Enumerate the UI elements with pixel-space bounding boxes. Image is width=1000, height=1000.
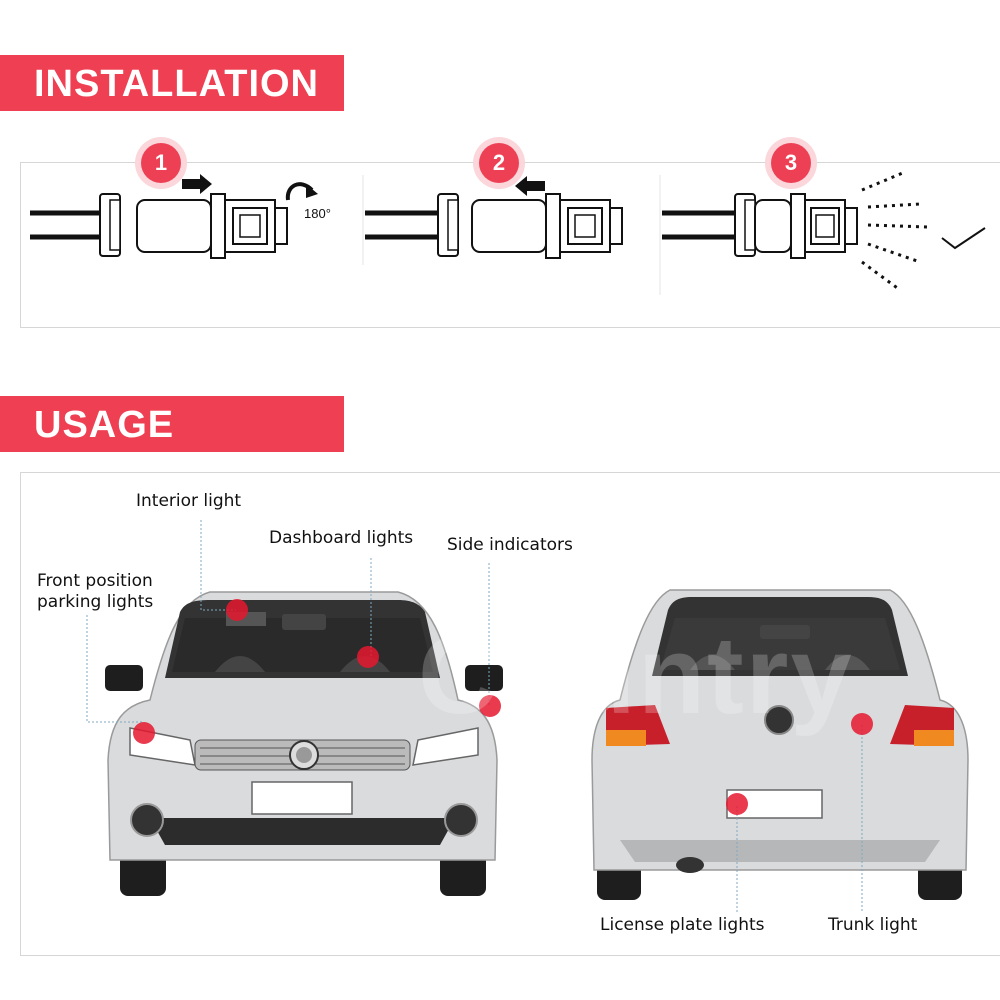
socket-icon (99, 193, 121, 257)
arrow-left-icon (515, 176, 545, 196)
light-rays-icon (861, 170, 929, 292)
bulb-icon (754, 193, 858, 259)
step-1-badge: 1 (141, 143, 181, 183)
installation-banner: INSTALLATION (0, 55, 344, 111)
bulb-icon (471, 193, 623, 259)
label-interior-light: Interior light (136, 491, 242, 511)
label-front-position-line1: Front position (37, 571, 153, 591)
label-dashboard-lights: Dashboard lights (269, 528, 414, 548)
watermark: Country (418, 614, 854, 737)
step-3-diagram (662, 170, 986, 292)
light-markers (133, 599, 873, 815)
label-front-position-line2: parking lights (37, 592, 154, 612)
front-parking-marker (133, 722, 155, 744)
trunk-light-marker (851, 713, 873, 735)
side-indicator-marker (479, 695, 501, 717)
step-1-diagram (30, 174, 318, 259)
label-trunk-light: Trunk light (828, 915, 918, 935)
step-3-badge: 3 (771, 143, 811, 183)
license-plate-marker (726, 793, 748, 815)
socket-icon (437, 193, 459, 257)
usage-title: USAGE (34, 404, 175, 446)
dashboard-light-marker (357, 646, 379, 668)
usage-banner: USAGE (0, 396, 344, 452)
label-side-indicators: Side indicators (447, 535, 573, 555)
bulb-icon (136, 193, 288, 259)
rotation-label: 180° (304, 206, 331, 221)
interior-light-marker (226, 599, 248, 621)
step-2-badge: 2 (479, 143, 519, 183)
installation-title: INSTALLATION (34, 63, 319, 105)
step-2-diagram (365, 176, 623, 259)
rear-car-illustration (591, 589, 969, 900)
arrow-right-icon (182, 174, 212, 194)
leader-lines (86, 520, 863, 912)
checkmark-icon (941, 227, 986, 250)
label-license-plate-lights: License plate lights (600, 915, 765, 935)
